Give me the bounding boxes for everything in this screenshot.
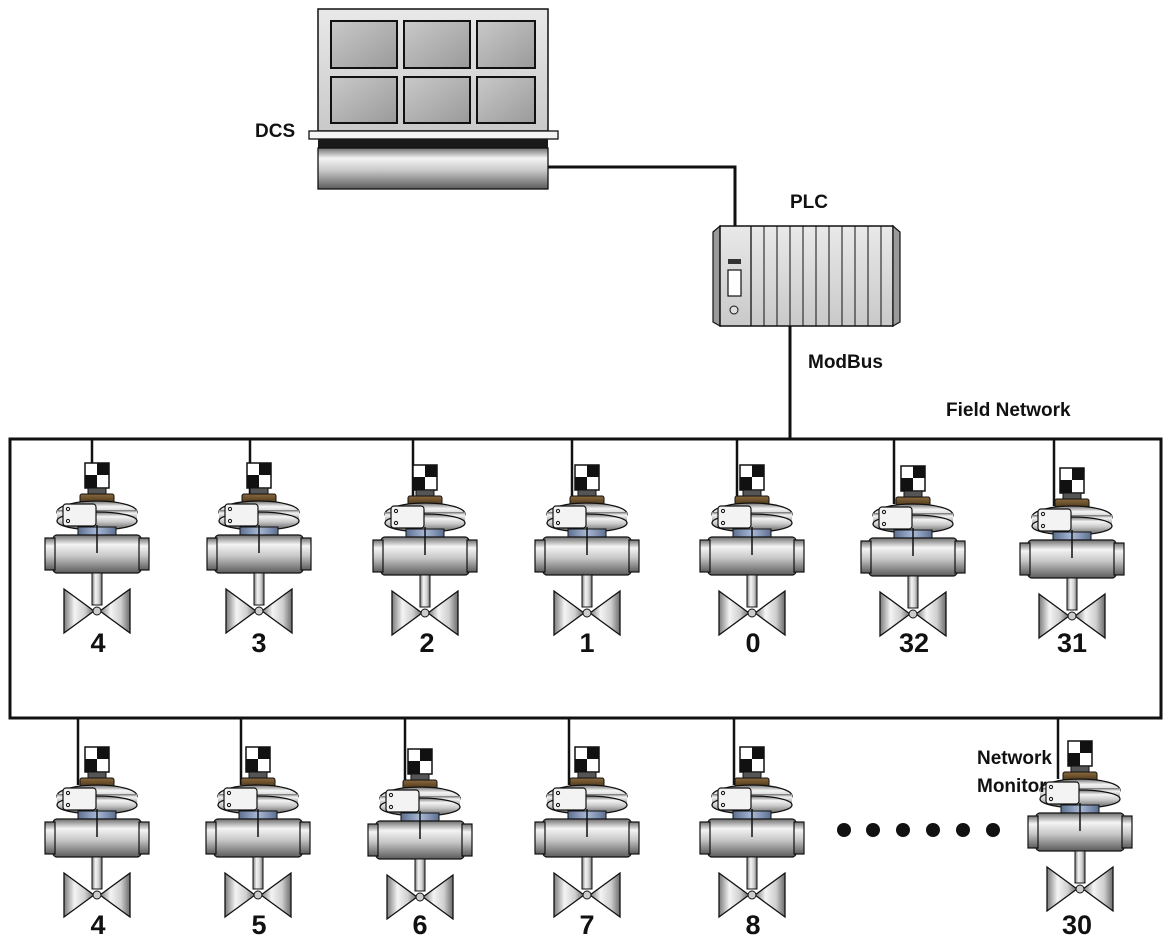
control-valve-icon bbox=[44, 746, 150, 918]
valve-number: 0 bbox=[745, 628, 761, 658]
valve-number: 8 bbox=[745, 910, 761, 940]
valve-number: 2 bbox=[419, 628, 435, 658]
valves-layer bbox=[44, 439, 1133, 920]
plc-label: PLC bbox=[790, 192, 828, 213]
field-network-loop bbox=[8, 437, 1163, 720]
valve-number: 30 bbox=[1061, 910, 1093, 940]
valve-number: 6 bbox=[412, 910, 428, 940]
valve-number: 5 bbox=[251, 910, 267, 940]
control-valve-icon bbox=[367, 748, 473, 920]
valve-number: 3 bbox=[251, 628, 267, 658]
field-network-label: Field Network bbox=[946, 400, 1071, 421]
control-valve-icon bbox=[534, 746, 640, 918]
control-valve-icon bbox=[534, 464, 640, 636]
dcs-console-icon bbox=[308, 8, 559, 190]
control-valve-icon bbox=[206, 462, 312, 634]
control-valve-icon bbox=[699, 746, 805, 918]
more-devices-ellipsis bbox=[837, 823, 1000, 837]
control-valve-icon bbox=[699, 464, 805, 636]
valve-number: 31 bbox=[1056, 628, 1088, 658]
control-valve-icon bbox=[372, 464, 478, 636]
control-valve-icon bbox=[860, 465, 966, 637]
valve-number: 32 bbox=[898, 628, 930, 658]
dcs-label: DCS bbox=[255, 121, 296, 142]
control-valve-icon bbox=[1019, 467, 1125, 639]
dcs-screens bbox=[330, 20, 536, 124]
network-monitor-label-line2: Monitor bbox=[977, 776, 1047, 797]
control-valve-icon bbox=[205, 746, 311, 918]
valve-number: 1 bbox=[579, 628, 595, 658]
valve-number: 7 bbox=[579, 910, 595, 940]
valve-number: 4 bbox=[90, 910, 106, 940]
dcs-plc-link bbox=[548, 165, 737, 226]
plc-rack-icon bbox=[712, 224, 901, 328]
valve-number: 4 bbox=[90, 628, 106, 658]
network-monitor-label-line1: Network bbox=[977, 748, 1052, 769]
modbus-label: ModBus bbox=[808, 352, 883, 373]
control-valve-icon bbox=[44, 462, 150, 634]
